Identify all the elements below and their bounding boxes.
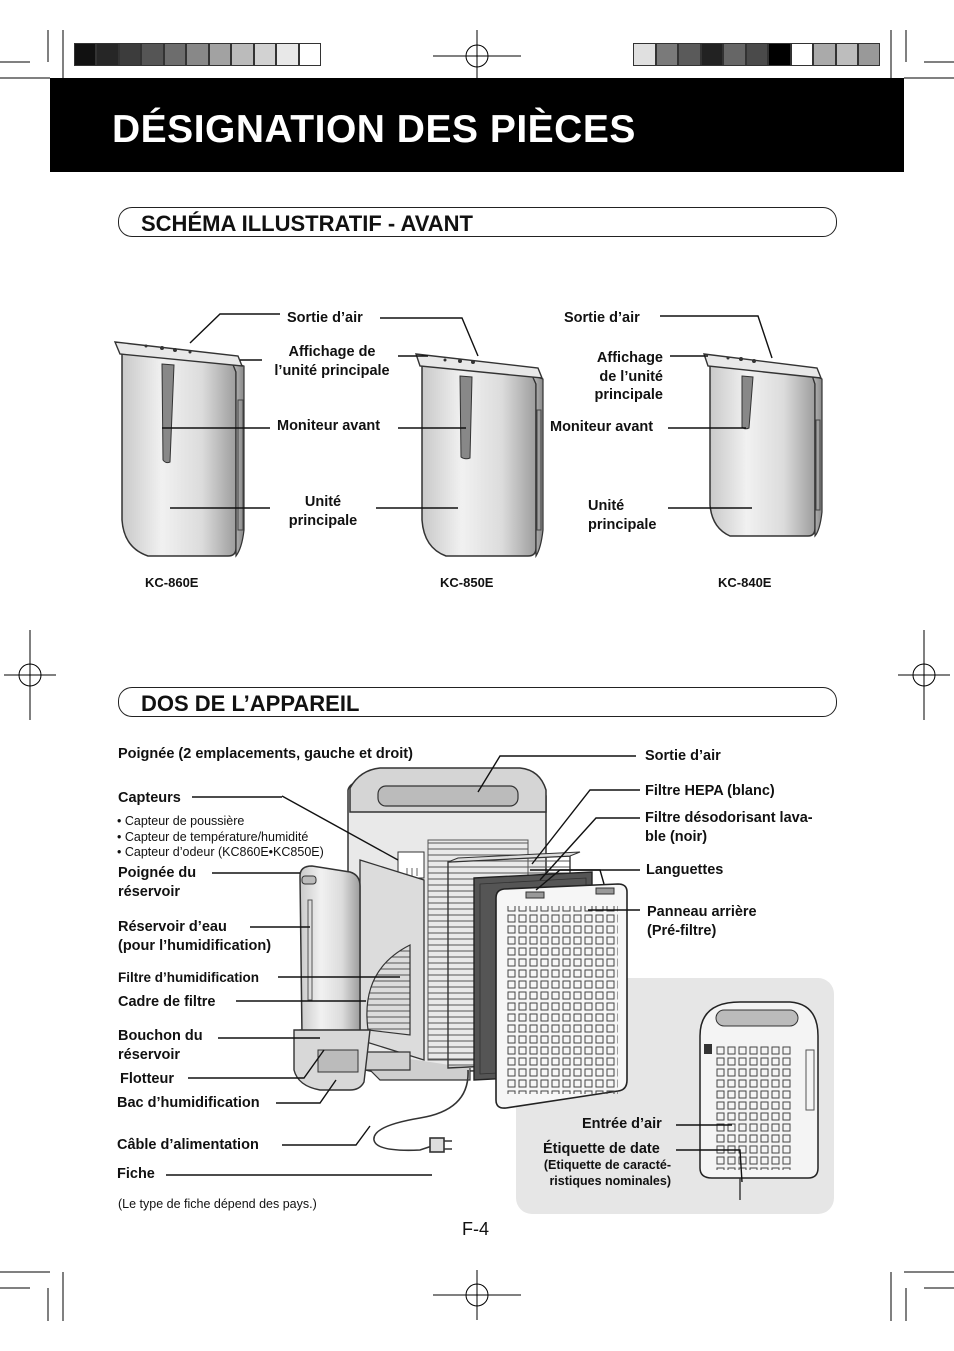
section-front-title: SCHÉMA ILLUSTRATIF - AVANT (141, 211, 473, 236)
label-deodorizing-filter: Filtre désodorisant lava- ble (noir) (645, 810, 813, 845)
label-main-unit-left: Unité principale (288, 494, 358, 529)
humidifying-tray-illustration (293, 1029, 371, 1091)
label-plug: Fiche (117, 1166, 155, 1182)
label-front-monitor-left: Moniteur avant (277, 418, 381, 434)
label-air-outlet-back: Sortie d’air (645, 748, 721, 764)
label-float: Flotteur (120, 1071, 174, 1087)
label-tank-handle: Poignée du réservoir (118, 865, 197, 900)
label-power-cord: Câble d’alimentation (117, 1137, 259, 1153)
label-air-outlet-right: Sortie d’air (564, 310, 640, 326)
plug-note: (Le type de fiche dépend des pays.) (118, 1197, 317, 1211)
unit-kc840e-illustration (702, 353, 823, 538)
label-tabs: Languettes (646, 862, 724, 878)
label-hepa-filter: Filtre HEPA (blanc) (645, 783, 775, 799)
label-air-outlet-left: Sortie d’air (287, 310, 363, 326)
crop-marks (0, 30, 954, 1321)
label-humidifying-tray: Bac d’humidification (117, 1095, 260, 1111)
label-front-monitor-right: Moniteur avant (550, 419, 654, 435)
label-handle: Poignée (2 emplacements, gauche et droit… (118, 746, 413, 762)
label-sensors: Capteurs (118, 790, 181, 806)
unit-kc850e-illustration (414, 353, 544, 559)
unit-kc860e-illustration (113, 341, 245, 558)
model-kc850e: KC-850E (440, 575, 494, 590)
date-label-note: (Etiquette de caracté- ristiques nominal… (543, 1158, 671, 1188)
inset-unit-illustration (699, 1001, 819, 1200)
label-date-label: Étiquette de date (543, 1141, 660, 1157)
label-display-left: Affichage de l’unité principale (274, 344, 390, 379)
title-bar: DÉSIGNATION DES PIÈCES (50, 78, 904, 172)
model-kc860e: KC-860E (145, 575, 199, 590)
page-title: DÉSIGNATION DES PIÈCES (112, 108, 636, 151)
label-tank-cap: Bouchon du réservoir (118, 1028, 203, 1063)
label-water-tank: Réservoir d’eau (pour l’humidification) (118, 919, 272, 954)
model-kc840e: KC-840E (718, 575, 772, 590)
power-cord-illustration (373, 1069, 469, 1153)
section-back-title: DOS DE L’APPAREIL (141, 691, 360, 716)
label-main-unit-right: Unité principale (588, 498, 657, 533)
water-tank-illustration (299, 865, 361, 1051)
section-front-header: SCHÉMA ILLUSTRATIF - AVANT (118, 207, 837, 237)
section-back-header: DOS DE L’APPAREIL (118, 687, 837, 717)
label-filter-frame: Cadre de filtre (118, 994, 216, 1010)
label-air-inlet: Entrée d’air (582, 1116, 662, 1132)
sensor-list: • Capteur de poussière • Capteur de temp… (117, 814, 324, 860)
label-humidifying-filter: Filtre d’humidification (118, 970, 259, 985)
label-back-panel: Panneau arrière (Pré-filtre) (647, 904, 757, 939)
label-display-right: Affichage de l’unité principale (594, 350, 664, 404)
back-panel-prefilter-illustration (495, 883, 628, 1109)
page-number: F-4 (462, 1219, 489, 1239)
